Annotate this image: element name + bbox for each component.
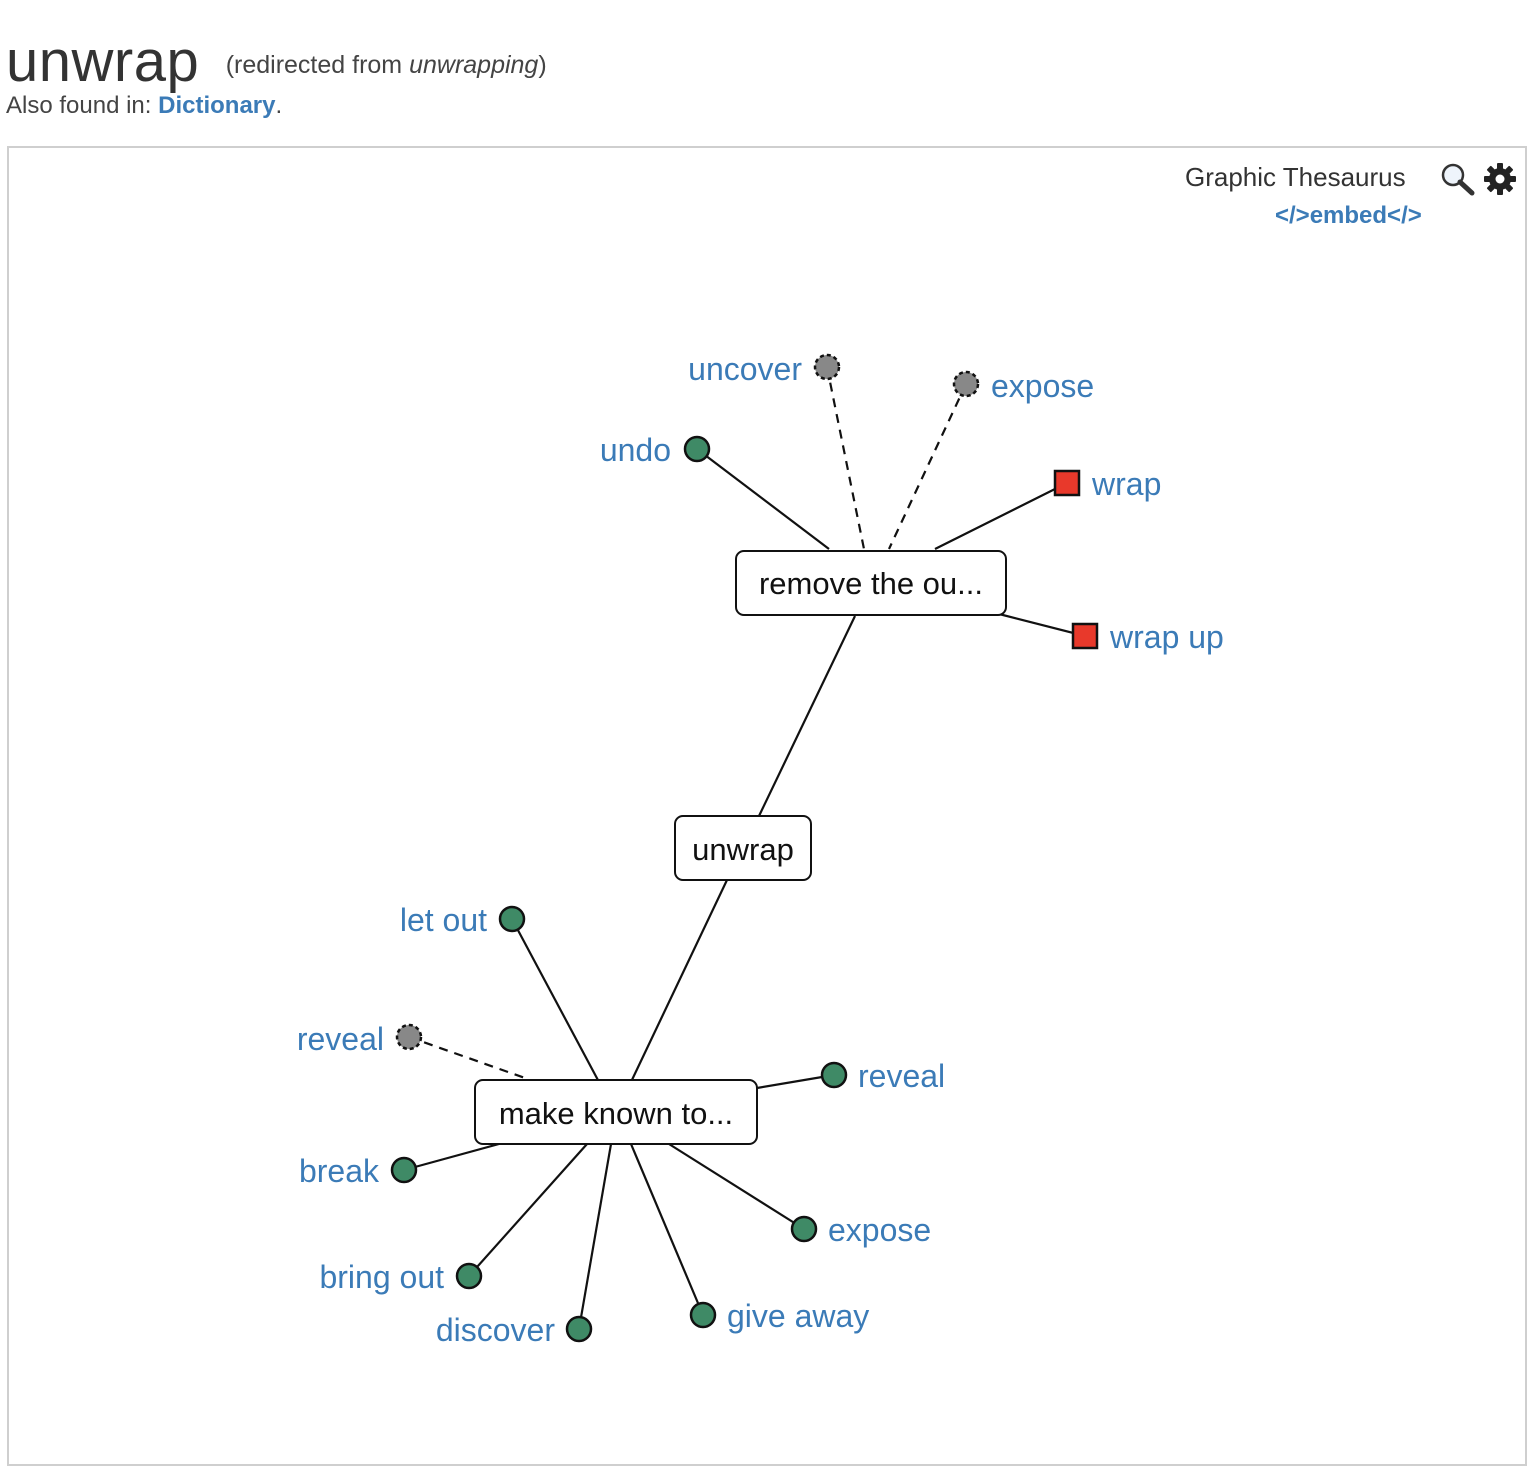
redirect-suffix: ) [538,51,547,79]
title-row: unwrap (redirected from unwrapping) [6,28,547,95]
edge-wrap [934,482,1068,550]
edge-give-away [629,1143,705,1316]
edge-uncover [825,366,866,550]
node-label-uncover[interactable]: uncover [688,351,802,387]
dictionary-link[interactable]: Dictionary [158,92,276,119]
node-dot-uncover[interactable] [813,353,841,381]
redirect-note: (redirected from unwrapping) [226,51,547,79]
edge-undo [696,448,830,550]
hub-label-make-known: make known to... [499,1096,733,1131]
node-label-expose[interactable]: expose [828,1212,931,1248]
hub-box-unwrap[interactable] [674,815,812,881]
node-label-break[interactable]: break [299,1153,380,1189]
hub-box-remove[interactable] [735,550,1007,616]
node-square-wrap[interactable] [1053,469,1081,497]
edge-center-h1 [758,615,856,817]
node-dot-undo[interactable] [683,435,711,463]
also-found-label: Also found in: [6,92,159,119]
node-label-undo[interactable]: undo [600,432,671,468]
node-dot-expose-related[interactable] [952,370,980,398]
node-dot-discover[interactable] [565,1315,593,1343]
edge-expose-related [888,383,967,550]
redirect-prefix: (redirected from [225,51,410,79]
node-dot-break[interactable] [390,1156,418,1184]
node-dot-expose[interactable] [790,1215,818,1243]
page-title: unwrap [6,29,200,94]
node-label-expose-related[interactable]: expose [991,368,1094,404]
node-label-discover[interactable]: discover [436,1312,556,1348]
edge-wrap-up [998,612,1086,638]
edge-center-h2 [630,879,728,1083]
widget-title: Graphic Thesaurus [1185,162,1406,192]
edge-discover [577,1143,613,1330]
search-icon[interactable] [1439,162,1477,196]
graphic-thesaurus-panel: Graphic Thesaurus </>embed</> [7,146,1527,1466]
node-label-let-out[interactable]: let out [400,902,487,938]
hub-label-remove: remove the ou... [759,566,983,601]
node-dot-bring-out[interactable] [455,1262,483,1290]
edge-expose [668,1143,805,1230]
edge-break [403,1142,500,1172]
node-square-wrap-up[interactable] [1071,622,1099,650]
edge-let-out [511,918,600,1083]
node-dot-give-away[interactable] [689,1301,717,1329]
node-label-wrap-up[interactable]: wrap up [1109,619,1224,655]
center-node-label: unwrap [692,832,794,867]
hub-box-make-known[interactable] [474,1079,758,1145]
node-dot-let-out[interactable] [498,905,526,933]
node-dot-reveal-related[interactable] [395,1023,423,1051]
node-label-give-away[interactable]: give away [727,1298,869,1334]
edge-bring-out [468,1143,588,1277]
node-label-reveal[interactable]: reveal [858,1058,945,1094]
node-label-reveal-related[interactable]: reveal [297,1021,384,1057]
embed-link[interactable]: </>embed</> [1275,202,1422,229]
edge-reveal-related [408,1035,526,1080]
node-dot-reveal[interactable] [820,1061,848,1089]
node-label-bring-out[interactable]: bring out [319,1259,444,1295]
also-found-in: Also found in: Dictionary. [6,92,282,120]
node-label-wrap[interactable]: wrap [1091,466,1161,502]
also-found-period: . [275,92,283,119]
thesaurus-graph: remove the ou... unwrap make known to...… [297,351,1224,1348]
redirect-word: unwrapping [409,51,539,79]
gear-icon[interactable] [1483,162,1517,196]
